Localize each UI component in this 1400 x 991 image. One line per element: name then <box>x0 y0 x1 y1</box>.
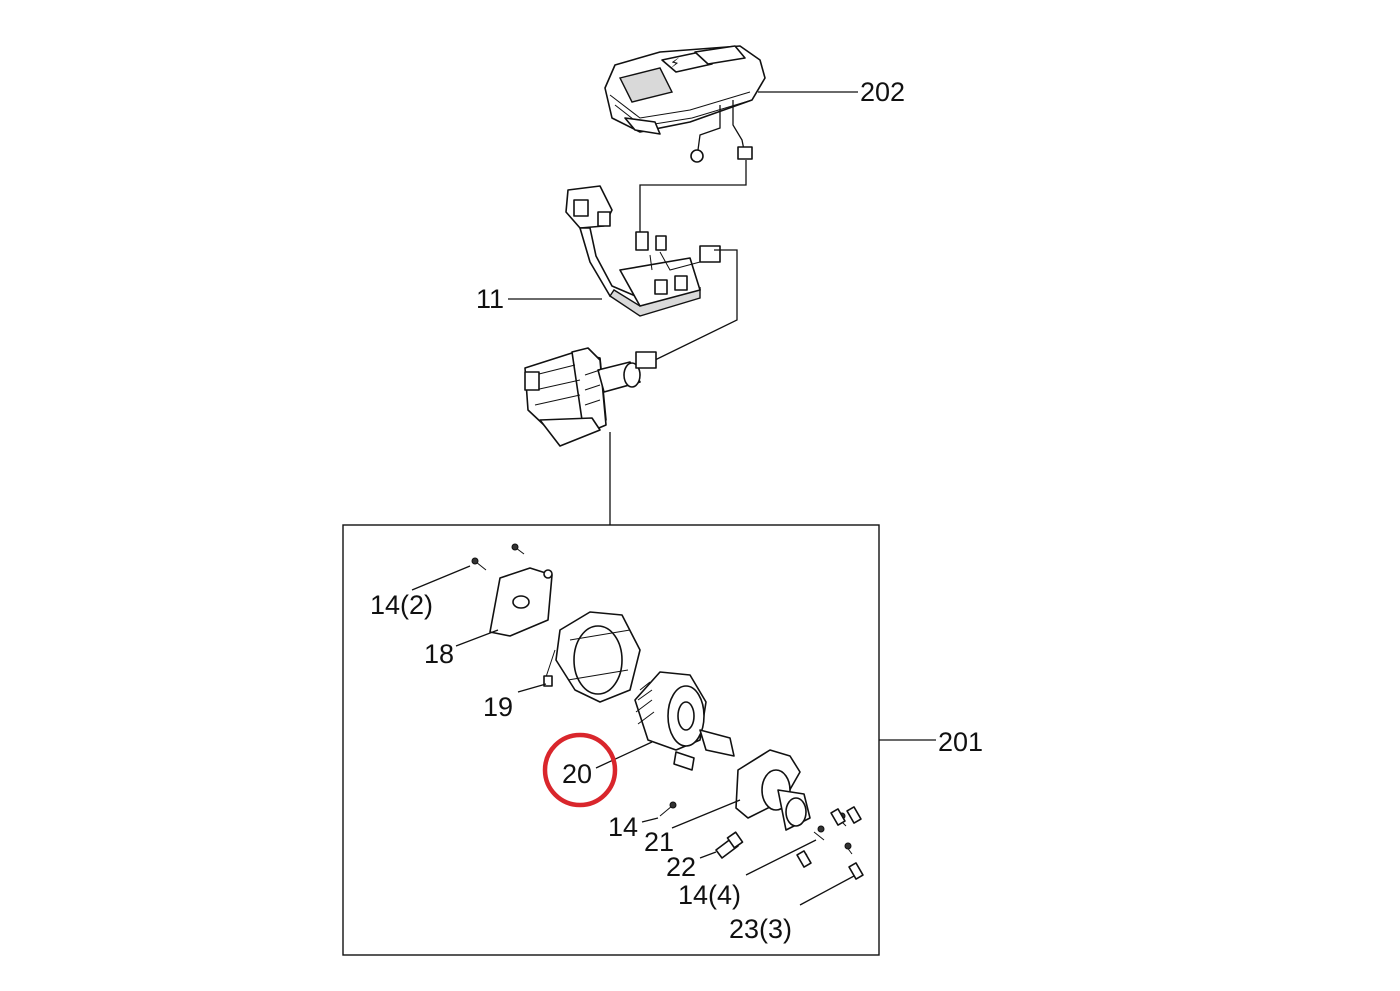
screws-14-2 <box>471 543 525 571</box>
label-14: 14 <box>608 812 638 842</box>
label-202: 202 <box>860 77 905 107</box>
housing-frame-19 <box>543 611 641 703</box>
label-19: 19 <box>483 692 513 722</box>
highlight-circle-20 <box>542 732 618 808</box>
label-11: 11 <box>476 284 504 314</box>
wiring-harness-11 <box>565 185 721 317</box>
label-201: 201 <box>938 727 983 757</box>
cover-plate-18 <box>489 567 553 637</box>
label-18: 18 <box>424 639 454 669</box>
label-14-2: 14(2) <box>370 590 433 620</box>
armature-20 <box>634 671 735 771</box>
motor-assembly <box>524 347 657 447</box>
label-14-4: 14(4) <box>678 880 741 910</box>
control-panel-202: ⚡ <box>604 45 766 163</box>
svg-text:⚡: ⚡ <box>670 56 680 72</box>
screw-14 <box>659 801 677 817</box>
label-22: 22 <box>666 852 696 882</box>
label-21: 21 <box>644 827 674 857</box>
label-23-3: 23(3) <box>729 914 792 944</box>
screws-23-3 <box>796 806 864 880</box>
bolt-22 <box>715 831 744 859</box>
end-bell-21 <box>735 749 811 831</box>
label-20: 20 <box>562 759 592 789</box>
